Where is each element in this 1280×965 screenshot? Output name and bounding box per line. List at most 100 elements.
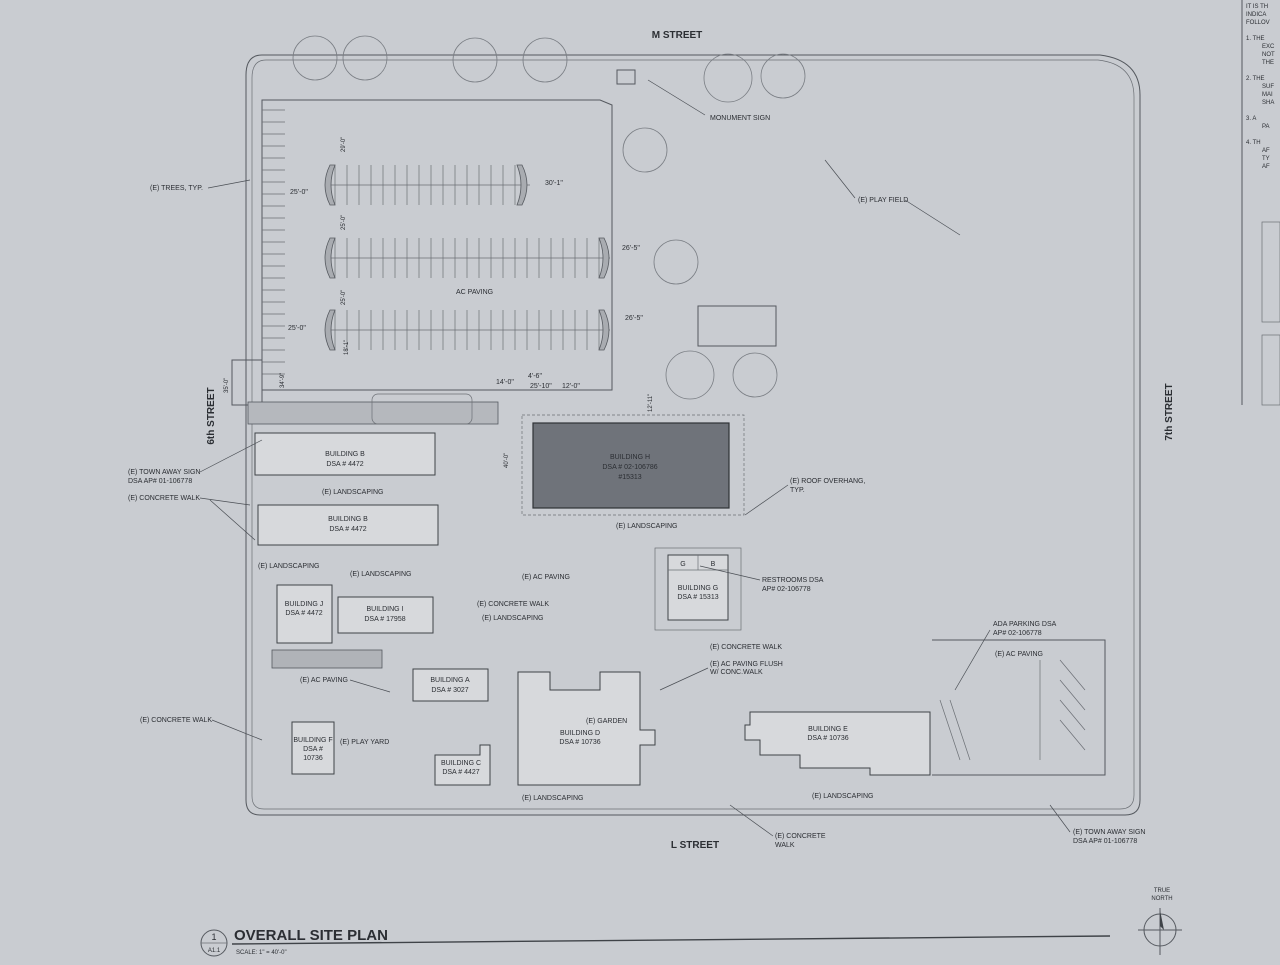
concrete-walk-label: (E) CONCRETE WALK [128,495,200,502]
annotations: (E) TREES, TYP. MONUMENT SIGN (E) PLAY F… [128,79,1145,849]
leader [659,667,709,691]
street-label-north: M STREET [652,30,703,41]
leader [207,179,251,189]
landscaping-label: (E) LANDSCAPING [350,571,411,578]
note-2: MAI [1262,92,1273,98]
note-4: 4. TH [1246,140,1261,146]
north-arrow-label: TRUE [1154,888,1170,894]
building-i-dsa: DSA # 17958 [364,616,405,623]
tow-away-sign-dsa: DSA AP# 01-106778 [1073,838,1137,845]
parking-islands [324,164,610,351]
building-b-lower [257,504,439,546]
building-f [291,721,335,775]
monument-sign [616,69,636,85]
ac-paving-lot-label: AC PAVING [456,289,493,296]
building-i-name: BUILDING I [367,606,404,613]
detail-number: 1 [211,932,216,942]
leader [349,679,391,693]
concrete-walk-label: (E) CONCRETE WALK [477,601,549,608]
dim-label: 30'-1" [545,180,563,187]
title-block: 1 A1.1 OVERALL SITE PLAN SCALE: 1" = 40'… [200,927,1111,957]
leader [954,629,991,691]
sheet-reference: A1.1 [208,948,221,954]
dim-label: 29'-0" [341,137,347,152]
north-arrow: TRUE NORTH [1138,888,1182,955]
building-h-name: BUILDING H [610,454,650,461]
building-c [434,744,491,786]
title-underline [231,935,1111,945]
ada-parking-dsa: AP# 02-106778 [993,630,1042,637]
notes-header: FOLLOV [1246,20,1270,26]
landscaping-label: (E) LANDSCAPING [616,523,677,530]
building-b-upper-name: BUILDING B [325,451,365,458]
play-field-structure [697,305,777,347]
building-i [337,596,434,634]
leader [1049,804,1071,833]
building-j-dsa: DSA # 4472 [285,610,322,617]
tow-away-sign-label: (E) TOWN AWAY SIGN [1073,829,1145,836]
note-2: SUF [1262,84,1274,90]
notes-header: INDICA [1246,12,1266,18]
parking-lot-outline [261,99,613,391]
concrete-walk-label: (E) CONCRETE WALK [140,717,212,724]
dim-label: 40'-0" [504,453,510,468]
dim-label: 18'-1" [344,340,350,355]
roof-overhang-label: (E) ROOF OVERHANG, [790,478,866,485]
building-b-lower-dsa: DSA # 4472 [329,526,366,533]
leader [211,719,263,741]
building-d-name: BUILDING D [560,730,600,737]
general-notes: IT IS TH INDICA FOLLOV 1. THE EXC NOT TH… [1241,0,1280,406]
tow-away-sign-dsa: DSA AP# 01-106778 [128,478,192,485]
building-d [517,671,656,786]
restrooms-label: RESTROOMS DSA [762,577,824,584]
concrete-walk-label-2: WALK [775,842,795,849]
building-a [412,668,489,702]
leader [199,439,263,473]
note-4: TY [1262,156,1270,162]
building-e-name: BUILDING E [808,726,848,733]
dim-label: 26'-5" [625,315,643,322]
building-g-dsa: DSA # 15313 [677,594,718,601]
landscaping-label: (E) LANDSCAPING [322,489,383,496]
leader [647,79,706,116]
building-g-cell-g: G [680,561,685,568]
dim-label: 25'-0" [341,215,347,230]
note-3: PA [1262,124,1270,130]
dim-label: 25'-0" [290,189,308,196]
building-f-dsa: DSA # [303,746,323,753]
street-label-east: 7th STREET [1164,383,1175,440]
drop-off-curb [371,393,473,425]
parking-stripes [325,184,610,331]
parking-stall-stripes [262,109,600,375]
street-label-south: L STREET [671,840,719,851]
note-1: EXC [1262,44,1275,50]
building-g-pad [654,547,742,631]
ac-paving-label: (E) AC PAVING [522,574,570,581]
note-4: AF [1262,148,1270,154]
concrete-walk-label: (E) CONCRETE [775,833,826,840]
tow-away-sign-label: (E) TOWN AWAY SIGN [128,469,200,476]
landscaping-label: (E) LANDSCAPING [258,563,319,570]
building-c-dsa: DSA # 4427 [442,769,479,776]
leader [824,159,961,236]
landscaping-label: (E) LANDSCAPING [812,793,873,800]
property-line [245,54,1141,816]
building-f-name: BUILDING F [293,737,332,744]
leader [729,804,774,837]
building-h-overhang [521,414,745,516]
building-a-dsa: DSA # 3027 [431,687,468,694]
landscaping-label: (E) LANDSCAPING [482,615,543,622]
dim-label: 25'-10" [530,383,552,390]
dim-label: 26'-5" [622,245,640,252]
play-field-label: (E) PLAY FIELD [858,197,908,204]
building-h-num: #15313 [618,474,641,481]
north-arrow-label-2: NORTH [1151,896,1172,902]
ac-paving-flush-note: W/ CONC.WALK [710,669,763,676]
dim-label: 25'-0" [341,290,347,305]
note-4: AF [1262,164,1270,170]
building-f-num: 10736 [303,755,323,762]
leader [699,565,761,581]
dim-label: 25'-0" [288,325,306,332]
notes-header: IT IS TH [1246,4,1268,10]
building-b-upper [254,432,436,476]
